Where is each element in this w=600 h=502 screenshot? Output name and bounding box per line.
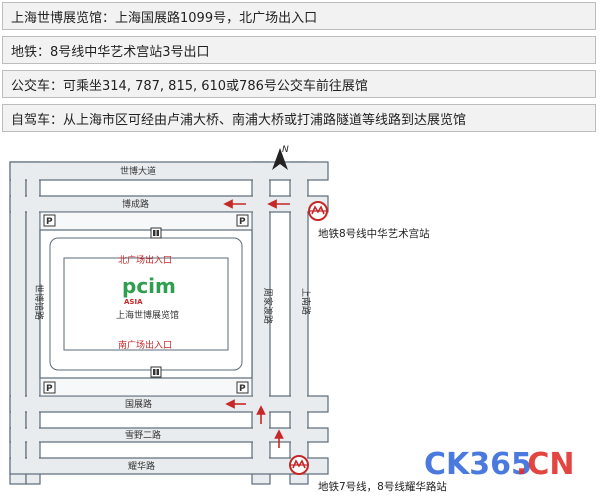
map-canvas: 世博大道 博成路 国展路 雪野二路 耀华路 世博馆路 周家渡路 上南路 N P … (9, 145, 447, 493)
venue-block (39, 229, 253, 379)
shanghai-metro-icon (308, 201, 328, 221)
info-label: 自驾车： (11, 112, 64, 128)
metro-south-label: 地铁7号线，8号线耀华路站 (318, 480, 447, 493)
info-value: 8号线中华艺术宫站3号出口 (50, 44, 210, 60)
arrow-icon (223, 199, 290, 448)
shanghai-metro-icon (289, 455, 309, 475)
pcim-logo: pcim (122, 274, 176, 298)
parking-icon: P (43, 214, 56, 227)
pcim-logo-sub: ASIA (124, 298, 143, 306)
street-label-bocheng-lu: 博成路 (122, 198, 149, 210)
parking-icon: P (236, 381, 249, 394)
street-label-zhoujiadu-lu: 周家渡路 (262, 288, 274, 324)
info-label: 公交车： (11, 78, 64, 94)
info-row-metro: 地铁： 8号线中华艺术宫站3号出口 (2, 36, 596, 64)
street-label-guozhan-lu: 国展路 (125, 398, 152, 410)
venue-name-label: 上海世博展览馆 (116, 309, 179, 321)
svg-text:CK365: CK365 (424, 447, 532, 482)
info-row-bus: 公交车： 可乘坐314, 787, 815, 610或786号公交车前往展馆 (2, 70, 596, 98)
info-value: 可乘坐314, 787, 815, 610或786号公交车前往展馆 (63, 78, 368, 94)
parking-label: P (239, 217, 246, 227)
street-label-shibo-dadao: 世博大道 (120, 165, 156, 177)
parking-label: P (239, 384, 246, 394)
street-label-shangnan-lu: 上南路 (300, 288, 312, 315)
parking-icon: P (43, 381, 56, 394)
parking-strip-top (39, 211, 253, 231)
entrance-door-icon (150, 366, 162, 378)
entrance-door-icon (150, 227, 162, 239)
info-label: 地铁： (11, 44, 51, 60)
street-label-xueye-erlu: 雪野二路 (125, 429, 161, 441)
north-arrow-icon: N (272, 145, 289, 170)
info-row-venue: 上海世博展览馆： 上海国展路1099号，北广场出入口 (2, 2, 596, 30)
parking-label: P (46, 384, 53, 394)
info-value: 上海国展路1099号，北广场出入口 (115, 10, 318, 26)
south-gate-label: 南广场出入口 (118, 339, 172, 351)
parking-label: P (46, 217, 53, 227)
ck365-watermark: CK365 .CN (424, 444, 596, 484)
metro-north-label: 地铁8号线中华艺术宫站 (318, 227, 430, 240)
north-gate-label: 北广场出入口 (118, 254, 172, 266)
svg-text:.CN: .CN (516, 447, 575, 482)
parking-icon: P (236, 214, 249, 227)
watermark-logo: CK365 .CN (424, 447, 575, 482)
north-label: N (282, 145, 289, 155)
road-overlay (11, 163, 327, 473)
street-label-shibo-lu: 世博馆路 (33, 284, 45, 320)
info-label: 上海世博展览馆： (11, 10, 116, 26)
location-map: 世博大道 博成路 国展路 雪野二路 耀华路 世博馆路 周家渡路 上南路 N P … (0, 140, 600, 498)
street-label-yaohua-lu: 耀华路 (128, 460, 155, 472)
parking-strip-bottom (39, 377, 253, 397)
info-value: 从上海市区可经由卢浦大桥、南浦大桥或打浦路隧道等线路到达展览馆 (63, 112, 467, 128)
info-row-driving: 自驾车： 从上海市区可经由卢浦大桥、南浦大桥或打浦路隧道等线路到达展览馆 (2, 104, 596, 132)
